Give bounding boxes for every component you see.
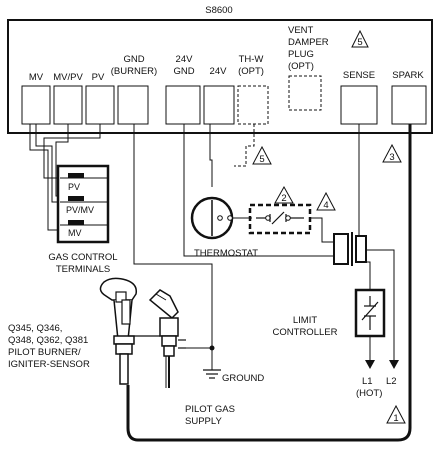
note-3-triangle: 3 (382, 143, 402, 163)
wire-switch-transformer (310, 217, 336, 243)
ground-symbol (203, 369, 221, 379)
module-title: S8600 (205, 5, 232, 16)
note-5-triangle-bottom: 5 (252, 145, 272, 165)
terminal-thw-optional (237, 85, 269, 125)
terminal-mv (21, 85, 51, 125)
gas-control-label-pv: PV (68, 182, 80, 192)
power-label-l2: L2 (386, 376, 397, 387)
pilot-gas-label-1: PILOT GAS (185, 404, 235, 415)
wire-mv (29, 124, 60, 231)
wire-24v-gnd (183, 124, 336, 257)
terminal-label-vent-1: VENT (288, 25, 314, 36)
svg-text:3: 3 (389, 152, 394, 163)
pilot-label-3: PILOT BURNER/ (8, 347, 81, 358)
switch-symbol (256, 211, 304, 225)
terminal-24v-gnd (165, 85, 201, 125)
gas-control-label-pvmv: PV/MV (66, 205, 94, 215)
svg-text:1: 1 (393, 413, 398, 424)
wire-thw-optional (234, 124, 255, 167)
pilot-label-1: Q345, Q346, (8, 323, 62, 334)
pilot-burner-icon (99, 277, 186, 388)
terminal-label-mvpv: MV/PV (53, 72, 83, 83)
terminal-gnd-burner (117, 85, 149, 125)
limit-label-1: LIMIT (293, 315, 317, 326)
wire-burner-ground (133, 124, 213, 348)
svg-text:2: 2 (281, 193, 286, 204)
gas-control-label-mv: MV (68, 228, 82, 238)
terminal-spark (391, 85, 427, 125)
wire-24v (209, 124, 213, 187)
terminal-label-mv: MV (29, 72, 44, 83)
power-label-l1-hot: (HOT) (356, 388, 382, 399)
terminal-label-vent-4: (OPT) (288, 61, 314, 72)
l2-arrow-icon (389, 360, 399, 369)
power-label-l1: L1 (362, 376, 373, 387)
svg-text:5: 5 (357, 37, 362, 48)
terminal-label-spark: SPARK (392, 70, 424, 81)
limit-switch-symbol (361, 296, 379, 330)
gas-control-pin-pvmv (68, 196, 84, 201)
l1-arrow-icon (365, 360, 375, 369)
terminal-label-thw-1: TH-W (239, 54, 264, 65)
terminal-label-gnd-burner-1: GND (123, 54, 144, 65)
note-4-triangle: 4 (316, 191, 336, 211)
terminal-label-sense: SENSE (343, 70, 375, 81)
terminal-label-vent-2: DAMPER (288, 37, 329, 48)
wire-mvpv-a (35, 124, 60, 203)
svg-text:4: 4 (323, 200, 328, 211)
gas-control-pin-pv (68, 173, 84, 178)
vent-damper-plug (288, 75, 322, 111)
terminal-pv (85, 85, 115, 125)
pilot-label-4: IGNITER-SENSOR (8, 359, 90, 370)
terminal-mvpv (53, 85, 83, 125)
terminal-label-24v-gnd-2: GND (173, 66, 194, 77)
pilot-gas-label-2: SUPPLY (185, 416, 222, 427)
terminal-sense (340, 85, 378, 125)
terminal-24v (203, 85, 235, 125)
terminal-label-24v: 24V (210, 66, 228, 77)
terminal-label-vent-3: PLUG (288, 49, 314, 60)
note-5-triangle-top: 5 (351, 29, 369, 48)
wire-transformer-l2 (366, 249, 395, 360)
thermostat-label: THERMOSTAT (194, 248, 258, 259)
terminal-label-gnd-burner-2: (BURNER) (111, 66, 157, 77)
wire-pv (43, 124, 101, 179)
note-1-triangle: 1 (386, 404, 406, 424)
gas-control-caption-1: GAS CONTROL (48, 252, 117, 263)
optional-switch-box (248, 203, 312, 235)
transformer (333, 232, 367, 266)
note-2-triangle: 2 (274, 185, 294, 204)
limit-label-2: CONTROLLER (273, 327, 338, 338)
svg-text:5: 5 (259, 154, 264, 165)
terminal-label-thw-2: (OPT) (238, 66, 264, 77)
ground-label: GROUND (222, 373, 264, 384)
gas-control-pin-mv (68, 220, 84, 225)
gas-control-box (56, 164, 110, 244)
gas-control-caption-2: TERMINALS (56, 264, 110, 275)
pilot-label-2: Q348, Q362, Q381 (8, 335, 88, 346)
terminal-label-24v-gnd-1: 24V (176, 54, 194, 65)
spark-cable (126, 124, 412, 442)
terminal-label-pv: PV (92, 72, 105, 83)
wire-transformer-limit (366, 261, 371, 290)
